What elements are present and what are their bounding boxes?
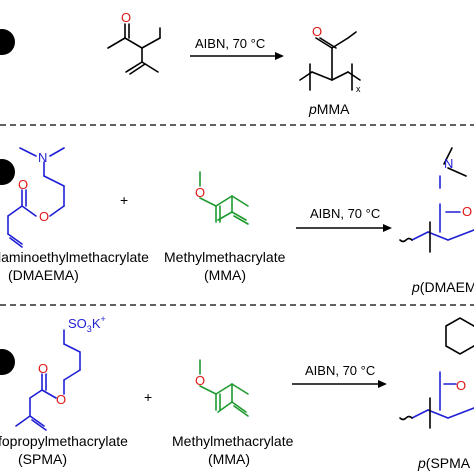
row3-product-structure bbox=[399, 317, 474, 429]
row3-mma-ester-oxygen: O bbox=[195, 373, 205, 388]
row3-carbonyl-oxygen: O bbox=[38, 361, 48, 376]
row2-mma-structure bbox=[199, 171, 249, 225]
row3-monomer2-name: Methylmethacrylate bbox=[172, 433, 294, 449]
row3-conditions: AIBN, 70 °C bbox=[305, 363, 375, 378]
row1-product-label: pMMA bbox=[308, 101, 350, 117]
row2-carbonyl-oxygen: O bbox=[18, 177, 28, 192]
row2-arrowhead bbox=[383, 224, 392, 232]
row2-monomer1-name: laminoethylmethacrylate bbox=[0, 249, 149, 265]
row3-ester-oxygen: O bbox=[56, 392, 66, 407]
row3-arrowhead bbox=[378, 380, 387, 388]
row2-mma-ester-oxygen: O bbox=[195, 185, 205, 200]
row1-polymer-oxygen: O bbox=[312, 24, 322, 39]
row2-product-structure bbox=[399, 147, 474, 253]
row3-plus: + bbox=[144, 389, 152, 405]
row3-monomer1-abbr: (SPMA) bbox=[18, 451, 67, 467]
row1-pmma-structure bbox=[299, 31, 361, 91]
row3-bullet bbox=[0, 349, 15, 375]
row2-nitrogen: N bbox=[38, 150, 47, 165]
row2-plus: + bbox=[120, 192, 128, 208]
row2-dmaema-structure bbox=[7, 147, 65, 248]
row3-monomer2-abbr: (MMA) bbox=[208, 451, 250, 467]
row1-carbonyl-oxygen: O bbox=[121, 10, 131, 25]
row2-conditions: AIBN, 70 °C bbox=[310, 206, 380, 221]
row1-arrowhead bbox=[275, 52, 284, 60]
row3-sulfonate: SO3K+ bbox=[68, 314, 106, 334]
row2-product-nitrogen: N bbox=[444, 156, 453, 171]
row1-subscript: x bbox=[356, 84, 361, 94]
row1-bullet bbox=[0, 29, 15, 55]
row2-product-label: p(DMAEM bbox=[411, 279, 474, 295]
row2-monomer2-name: Methylmethacrylate bbox=[164, 249, 286, 265]
row3-product-oxygen: O bbox=[456, 378, 466, 393]
row2-monomer2-abbr: (MMA) bbox=[204, 267, 246, 283]
row3-spma-structure bbox=[15, 329, 81, 431]
row2-bullet bbox=[0, 159, 15, 185]
row2-product-oxygen: O bbox=[462, 204, 472, 219]
row3-product-label: p(SPMA bbox=[417, 455, 471, 471]
row1-conditions: AIBN, 70 °C bbox=[195, 36, 265, 51]
row2-monomer1-abbr: (DMAEMA) bbox=[8, 267, 79, 283]
row3-monomer1-name: fopropylmethacrylate bbox=[0, 433, 128, 449]
row1-mma-structure bbox=[107, 23, 161, 75]
row3-mma-structure bbox=[199, 359, 249, 417]
row2-ester-oxygen: O bbox=[39, 209, 49, 224]
